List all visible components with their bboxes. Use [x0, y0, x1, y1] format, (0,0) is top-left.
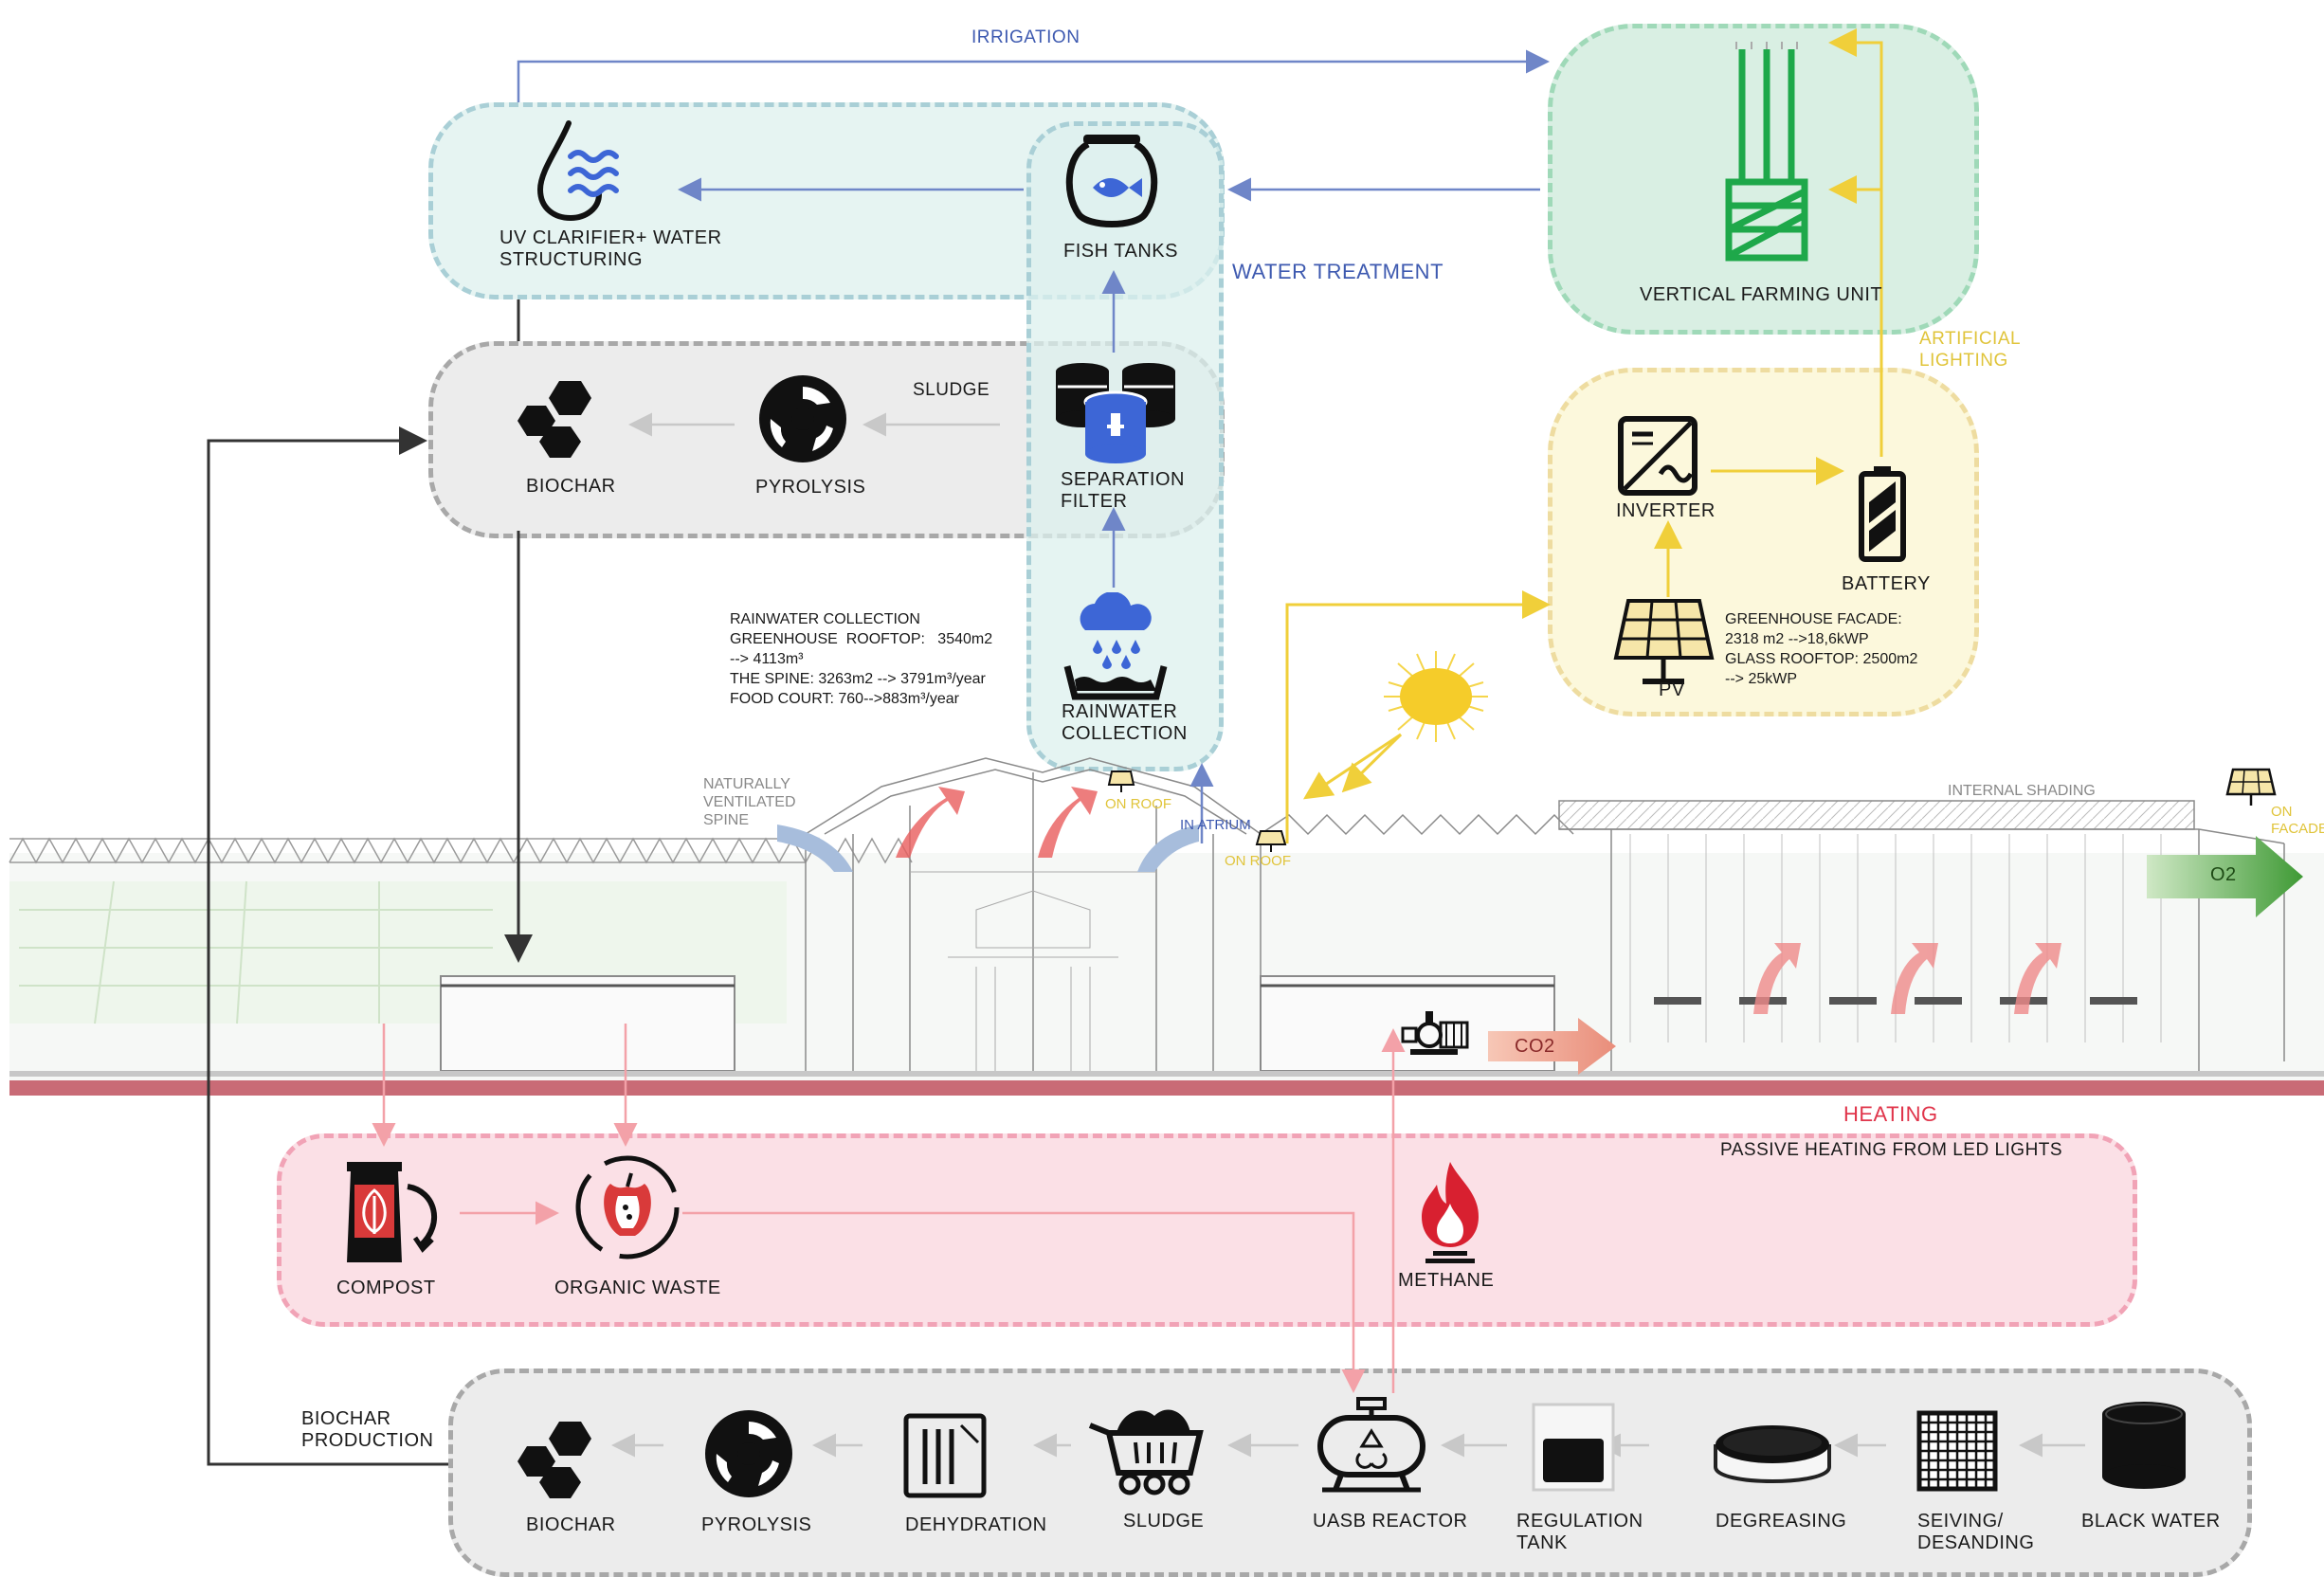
naturally-ventilated-label: NATURALLY VENTILATED SPINE: [703, 776, 796, 828]
compost-label: COMPOST: [336, 1278, 436, 1298]
solar-panel-icon: [1613, 599, 1715, 684]
organic-waste-icon: [575, 1155, 680, 1260]
organic-waste-label: ORGANIC WASTE: [554, 1278, 721, 1298]
methane-label: METHANE: [1398, 1270, 1495, 1291]
sludge-bottom-label: SLUDGE: [1123, 1511, 1205, 1532]
water-treatment-label: WATER TREATMENT: [1232, 260, 1444, 283]
sludge-cart-icon: [1088, 1409, 1204, 1495]
sludge-label: SLUDGE: [913, 380, 990, 400]
degreasing-icon: [1714, 1425, 1831, 1483]
rainwater-note: RAINWATER COLLECTION GREENHOUSE ROOFTOP:…: [730, 611, 993, 707]
seiving-icon: [1916, 1410, 1998, 1492]
regulation-tank-label: REGULATION TANK: [1516, 1511, 1643, 1553]
battery-label: BATTERY: [1842, 573, 1931, 594]
biochar-bottom-label: BIOCHAR: [526, 1514, 616, 1535]
o2-label: O2: [2210, 864, 2237, 885]
black-water-label: BLACK WATER: [2081, 1511, 2221, 1532]
on-roof-label-1: ON ROOF: [1105, 796, 1171, 812]
rainwater-collection-icon: [1063, 592, 1168, 700]
pyrolysis-top-label: PYROLYSIS: [755, 477, 866, 498]
water-drop-icon: [536, 120, 619, 222]
dehydration-icon: [903, 1413, 987, 1498]
pyrolysis-icon: [759, 375, 846, 462]
irrigation-label: IRRIGATION: [971, 27, 1080, 47]
on-facade-label: ON FACADE: [2271, 804, 2324, 837]
heating-label: HEATING: [1843, 1102, 1938, 1126]
heating-panel: [277, 1133, 2137, 1327]
pv-note: GREENHOUSE FACADE: 2318 m2 -->18,6kWP GL…: [1725, 611, 1918, 687]
inverter-label: INVERTER: [1616, 500, 1716, 521]
separation-filter-icon: [1056, 363, 1175, 463]
separation-filter-label: SEPARATION FILTER: [1061, 469, 1185, 512]
pv-label: PV: [1659, 680, 1685, 700]
on-roof-label-2: ON ROOF: [1225, 853, 1291, 869]
sun-icon: [1384, 651, 1488, 742]
inverter-icon: [1618, 416, 1698, 496]
uv-clarifier-label: UV CLARIFIER+ WATER STRUCTURING: [499, 227, 722, 270]
internal-shading-label: INTERNAL SHADING: [1948, 783, 2096, 799]
methane-flame-icon: [1422, 1162, 1479, 1263]
biochar-bottom-icon: [517, 1422, 591, 1498]
passive-heating-label: PASSIVE HEATING FROM LED LIGHTS: [1720, 1140, 2063, 1160]
fish-tank-icon: [1065, 135, 1158, 227]
battery-icon: [1859, 466, 1906, 562]
dehydration-label: DEHYDRATION: [905, 1514, 1047, 1535]
pyrolysis-bottom-label: PYROLYSIS: [701, 1514, 812, 1535]
in-atrium-label: IN ATRIUM: [1180, 817, 1251, 833]
uasb-reactor-icon: [1317, 1397, 1425, 1493]
vertical-farm-icon: [1725, 42, 1808, 262]
rainwater-collection-label: RAINWATER COLLECTION: [1062, 701, 1188, 744]
small-solar-icon-atrium: [1255, 830, 1287, 852]
biochar-production-label: BIOCHAR PRODUCTION: [301, 1408, 434, 1451]
pump-icon: [1401, 1011, 1469, 1055]
vertical-farming-label: VERTICAL FARMING UNIT: [1640, 284, 1883, 305]
black-water-icon: [2102, 1402, 2186, 1489]
small-solar-icon-roof: [1107, 770, 1135, 792]
co2-label: CO2: [1515, 1036, 1555, 1057]
pyrolysis-bottom-icon: [705, 1410, 792, 1497]
fish-tanks-label: FISH TANKS: [1063, 241, 1178, 262]
biochar-top-label: BIOCHAR: [526, 476, 616, 497]
artificial-lighting-label: ARTIFICIAL LIGHTING: [1919, 329, 2022, 371]
compost-icon: [347, 1162, 438, 1262]
small-solar-icon-facade: [2225, 768, 2277, 806]
uasb-reactor-label: UASB REACTOR: [1313, 1511, 1468, 1532]
seiving-label: SEIVING/ DESANDING: [1917, 1511, 2035, 1553]
degreasing-label: DEGREASING: [1716, 1511, 1847, 1532]
regulation-tank-icon: [1532, 1403, 1615, 1492]
biochar-icon: [517, 381, 591, 458]
